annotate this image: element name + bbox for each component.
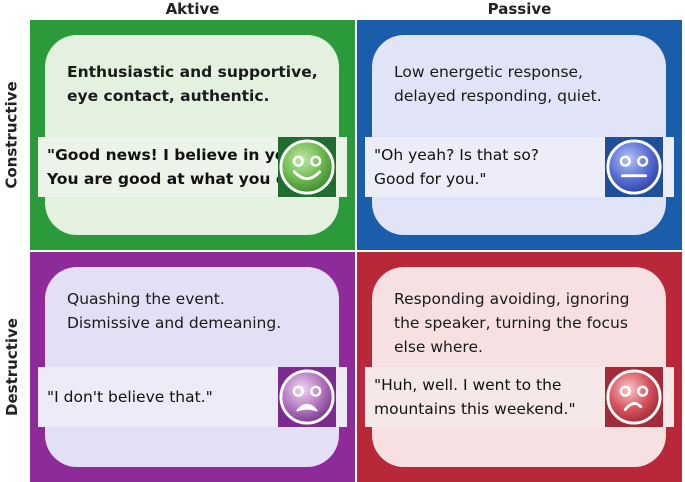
quadrant-passive-destructive: Responding avoiding, ignoring the speake… [357,252,682,482]
quote-text: "Oh yeah? Is that so? Good for you." [374,146,540,188]
quote-band: "Oh yeah? Is that so? Good for you." [365,137,674,197]
face-box [278,137,336,197]
description-card [372,35,666,235]
quote-text: "Huh, well. I went to the mountains this… [374,376,576,418]
face-box [605,367,663,427]
description-text: Quashing the event. Dismissive and demea… [67,290,282,332]
column-header-passive: Passive [487,0,552,18]
quote-text: "I don't believe that." [47,388,213,406]
face-box [278,367,336,427]
neutral-face-icon [606,139,662,195]
sad-face-icon [606,369,662,425]
quadrant-active-constructive: Enthusiastic and supportive, eye contact… [30,20,355,250]
column-header-active: Aktive [165,0,220,18]
description-card [45,35,339,235]
description-text: Enthusiastic and supportive, eye contact… [67,63,318,105]
quote-band: "Good news! I believe in you! You are go… [38,137,347,197]
description-text: Responding avoiding, ignoring the speake… [394,290,630,356]
row-header-constructive: Constructive [3,81,22,189]
quote-band: "I don't believe that." [38,367,347,427]
frowning-face-icon [279,369,335,425]
description-text: Low energetic response, delayed respondi… [394,63,602,105]
quote-band: "Huh, well. I went to the mountains this… [365,367,674,427]
quote-text: "Good news! I believe in you! You are go… [47,146,313,188]
smiling-face-icon [279,139,335,195]
face-box [605,137,663,197]
row-header-destructive: Destructive [3,318,21,416]
quadrant-active-destructive: Quashing the event. Dismissive and demea… [30,252,355,482]
quadrant-passive-constructive: Low energetic response, delayed respondi… [357,20,682,250]
